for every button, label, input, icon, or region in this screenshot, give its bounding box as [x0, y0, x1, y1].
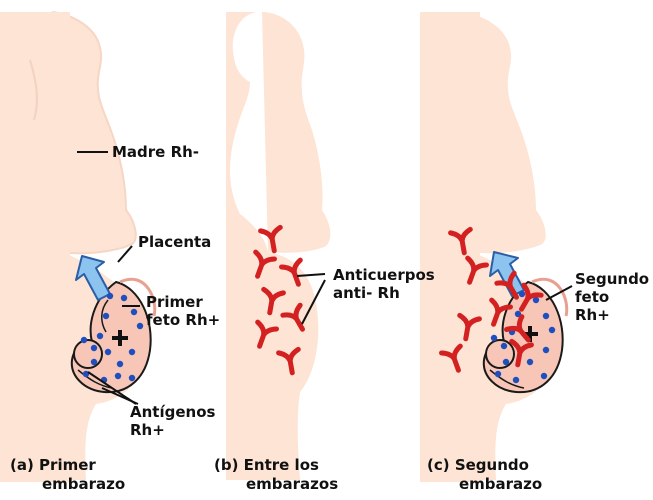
caption-b-line2: embarazos: [214, 475, 338, 494]
antigen-dot: [491, 335, 497, 341]
antigen-dot: [137, 323, 143, 329]
antigen-dot: [131, 309, 137, 315]
antigen-dot: [115, 373, 121, 379]
antigen-dot: [107, 293, 113, 299]
antigen-dot: [129, 375, 135, 381]
antigen-dot: [81, 337, 87, 343]
antigen-dot: [91, 359, 97, 365]
antigen-dot: [501, 343, 507, 349]
label-segundo-feto: Segundo feto Rh+: [575, 270, 649, 324]
label-segundo-feto-line2: feto: [575, 288, 649, 306]
antigen-dot: [543, 347, 549, 353]
label-primer-feto-line1: Primer: [146, 293, 220, 311]
antigen-dot: [105, 349, 111, 355]
caption-b: (b) Entre los embarazos: [214, 456, 338, 494]
antigen-dot: [543, 313, 549, 319]
caption-c-line1: (c) Segundo: [427, 456, 529, 474]
antigen-dot: [97, 333, 103, 339]
mother-silhouette-c: [420, 12, 561, 482]
mother-silhouette-b: [226, 12, 330, 480]
antigen-dot: [549, 327, 555, 333]
antigen-dot: [121, 295, 127, 301]
label-primer-feto: Primer feto Rh+: [146, 293, 220, 329]
antigen-dot: [519, 291, 525, 297]
antigen-dot: [541, 373, 547, 379]
label-segundo-feto-line3: Rh+: [575, 306, 649, 324]
label-antigenos-line1: Antígenos: [130, 403, 215, 421]
label-antigenos: Antígenos Rh+: [130, 403, 215, 439]
caption-a-line1: (a) Primer: [10, 456, 96, 474]
caption-b-line1: (b) Entre los: [214, 456, 319, 474]
antigen-dot: [117, 361, 123, 367]
label-primer-feto-line2: feto Rh+: [146, 311, 220, 329]
mother-silhouette-a: [0, 12, 151, 482]
caption-c-line2: embarazo: [427, 475, 542, 494]
antigen-dot: [527, 359, 533, 365]
antigen-dot: [495, 371, 501, 377]
antigen-dot: [513, 377, 519, 383]
label-antigenos-line2: Rh+: [130, 421, 215, 439]
caption-a-line2: embarazo: [10, 475, 125, 494]
label-placenta: Placenta: [138, 233, 211, 251]
label-madre: Madre Rh-: [112, 143, 199, 161]
antigen-dot: [503, 359, 509, 365]
label-anticuerpos-line1: Anticuerpos: [333, 266, 435, 284]
antigen-dot: [129, 349, 135, 355]
antigen-dot: [103, 313, 109, 319]
caption-a: (a) Primer embarazo: [10, 456, 125, 494]
label-segundo-feto-line1: Segundo: [575, 270, 649, 288]
label-anticuerpos: Anticuerpos anti- Rh: [333, 266, 435, 302]
antigen-dot: [91, 345, 97, 351]
label-anticuerpos-line2: anti- Rh: [333, 284, 435, 302]
caption-c: (c) Segundo embarazo: [427, 456, 542, 494]
